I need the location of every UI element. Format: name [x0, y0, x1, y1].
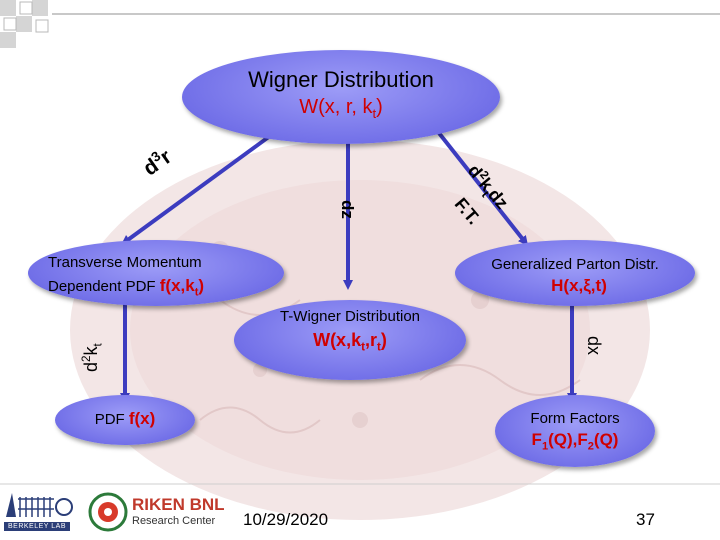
berkeley-lab-icon: [2, 489, 76, 521]
node-pdf-text: PDF f(x): [94, 409, 156, 428]
node-wigner-title: Wigner Distribution: [248, 67, 434, 92]
node-wigner-distribution: [182, 50, 500, 144]
node-form-factors-formula: F1(Q),F2(Q): [531, 430, 619, 453]
node-t-wigner-line1: T-Wigner Distribution: [279, 308, 421, 325]
node-pdf: [55, 395, 195, 445]
node-tmd-line2: Dependent PDF f(x,kt): [48, 276, 205, 299]
riken-bnl-logo: RIKEN BNL Research Center: [88, 491, 228, 533]
berkeley-lab-logo: BERKELEY LAB: [2, 489, 76, 533]
node-form-factors: [495, 395, 655, 467]
node-t-wigner-formula: W(x,kt,rt): [313, 330, 387, 354]
riken-logo-icon: [88, 492, 128, 532]
berkeley-lab-text: BERKELEY LAB: [4, 522, 71, 531]
node-tmd-line1: Transverse Momentum: [48, 254, 202, 271]
riken-logo-sub: Research Center: [132, 515, 216, 527]
node-wigner-formula: W(x, r, kt): [299, 96, 383, 121]
node-t-wigner: [234, 300, 466, 380]
node-tmd: [28, 240, 284, 306]
node-gpd-formula: H(x,ξ,t): [551, 276, 607, 295]
footer-date: 10/29/2020: [243, 510, 329, 529]
node-form-factors-line1: Form Factors: [530, 410, 620, 427]
node-gpd: [455, 240, 695, 306]
riken-logo-name: RIKEN BNL: [132, 495, 225, 514]
arrow-top-to-left: [120, 123, 287, 245]
arrow-top-to-right: [433, 126, 529, 246]
page-number: 37: [636, 510, 655, 529]
node-gpd-line1: Generalized Parton Distr.: [491, 256, 659, 273]
